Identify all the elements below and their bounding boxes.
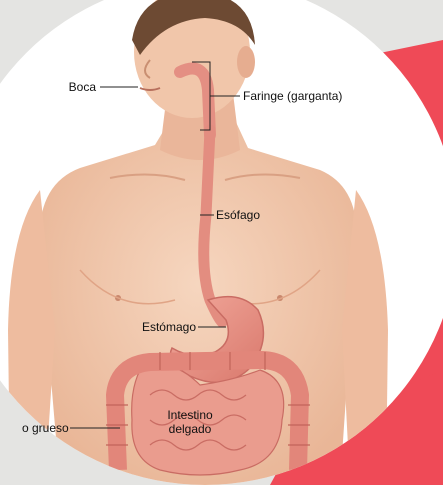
label-esophagus: Esófago [216,208,260,222]
label-small-intestine-line1: Intestino [167,408,213,422]
ear [237,46,255,78]
label-stomach: Estómago [142,320,196,334]
label-mouth: Boca [69,80,97,94]
label-large-intestine: o grueso [22,421,69,435]
label-small-intestine-line2: delgado [169,422,212,436]
label-pharynx: Faringe (garganta) [243,89,342,103]
